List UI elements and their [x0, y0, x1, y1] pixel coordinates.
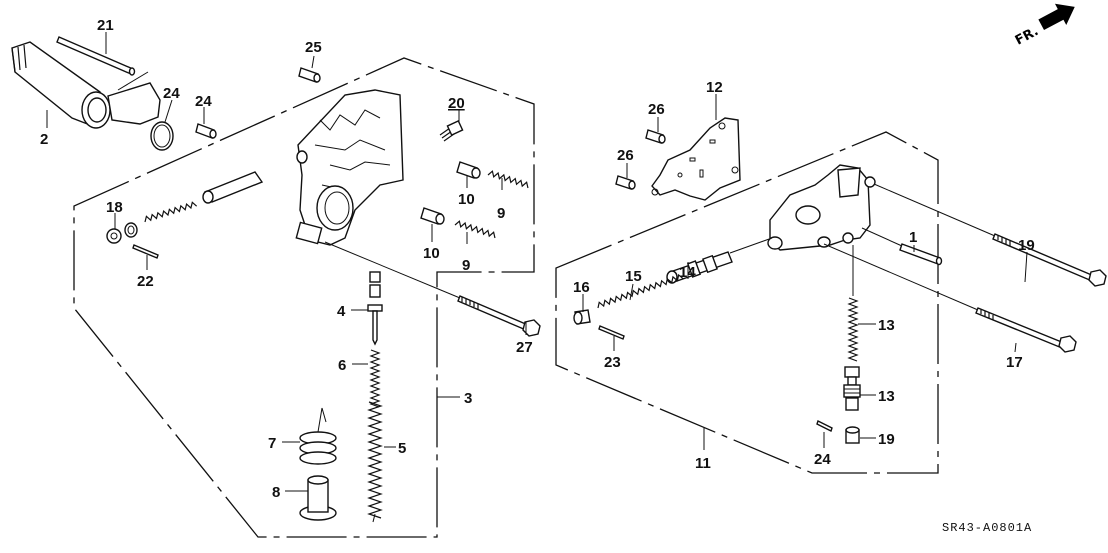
callout-10: 10: [423, 245, 440, 262]
callout-1: 1: [909, 229, 917, 246]
part-26-dowel-pin: [298, 67, 321, 83]
callout-26: 26: [617, 147, 634, 164]
part-5-spring: [367, 401, 383, 523]
part-17-sleeve: [573, 309, 591, 325]
callout-8: 8: [272, 484, 280, 501]
part-19-sleeve: [845, 426, 860, 444]
part-9-spring: [454, 220, 496, 239]
callout-11-group: 11: [695, 455, 711, 472]
part-2-shaft: [11, 41, 161, 129]
part-14-spring: [847, 245, 859, 362]
assembly-outline-right: [555, 131, 939, 474]
drawing-code: SR43-A0801A: [942, 521, 1032, 535]
callout-10: 10: [458, 191, 475, 208]
callout-16: 15: [625, 268, 642, 285]
part-26-dowel-pin: [615, 175, 636, 190]
callout-17: 16: [573, 279, 590, 296]
callout-9: 9: [497, 205, 505, 222]
callout-15: 14: [679, 264, 696, 281]
callout-20: 17: [1006, 354, 1023, 371]
callout-26: 24: [195, 93, 212, 110]
callout-27: 27: [516, 339, 533, 356]
front-label: FR.: [1013, 24, 1041, 49]
part-6-spring: [369, 349, 381, 408]
part-26-dowel-pin: [645, 129, 666, 144]
callout-25: 24: [163, 85, 180, 102]
callout-7: 7: [268, 435, 276, 452]
part-24-roller-pin: [598, 325, 625, 340]
callout-22: 20: [448, 95, 465, 112]
callout-26: 25: [305, 39, 322, 56]
callout-9: 9: [462, 257, 470, 274]
part-26-dowel-pin: [195, 123, 217, 139]
part-15-valve: [666, 237, 773, 284]
part-20-bolt: [823, 243, 1077, 353]
callout-19: 19: [878, 431, 895, 448]
part-21-bolt: [873, 183, 1107, 287]
part-7-spring: [299, 407, 337, 465]
callout-18: 18: [106, 199, 123, 216]
part-4-valve: [367, 271, 383, 346]
callout-24: 23: [604, 354, 621, 371]
callout-23: 21: [97, 17, 114, 34]
left-valve-train: [124, 171, 264, 238]
callout-2: 2: [40, 131, 48, 148]
left-valve-body: [295, 89, 404, 246]
part-16-spring: [597, 273, 684, 309]
callout-3-group: 3: [464, 390, 472, 407]
callout-13: 13: [878, 388, 895, 405]
part-18-sleeve: [106, 228, 122, 244]
part-24-roller-pin: [132, 244, 159, 259]
part-10-collar: [456, 161, 481, 179]
assembly-outline-left: [73, 57, 535, 538]
part-8-seat: [299, 475, 337, 521]
part-25-o-ring: [150, 121, 174, 151]
part-13-valve: [843, 366, 861, 411]
part-22-bolt: [439, 120, 464, 142]
callout-21: 19: [1018, 237, 1035, 254]
front-direction-marker: FR.: [1013, 3, 1075, 49]
right-valve-body: [767, 164, 876, 251]
callout-24: 24: [814, 451, 831, 468]
callout-5: 5: [398, 440, 406, 457]
callout-labels: 21 2 24 24 25 20 10 9 10 9 18 22 4 6 5 7…: [40, 17, 1035, 501]
part-10-collar: [420, 207, 445, 225]
callout-24: 22: [137, 273, 154, 290]
front-direction-arrow-icon: [1038, 3, 1075, 31]
part-9-spring: [487, 170, 529, 189]
callout-4: 4: [337, 303, 346, 320]
callout-12: 12: [706, 79, 723, 96]
callout-14: 13: [878, 317, 895, 334]
part-12-separator-plate: [651, 117, 741, 201]
part-1-dowel-pin: [861, 227, 943, 266]
callout-6: 6: [338, 357, 346, 374]
callout-26: 26: [648, 101, 665, 118]
part-23-pin: [56, 36, 136, 76]
part-24-roller-pin: [816, 420, 833, 432]
leader-lines: [46, 32, 1028, 492]
